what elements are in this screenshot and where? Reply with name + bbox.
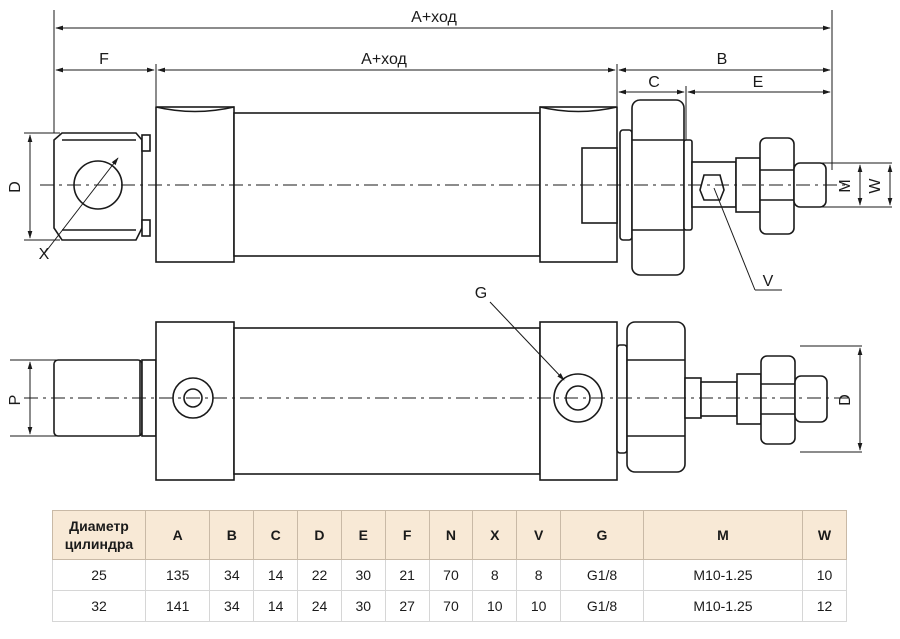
table-cell: 10 <box>516 590 562 622</box>
table-cell: 8 <box>516 559 562 591</box>
table-cell: 70 <box>428 559 474 591</box>
rod-nut-top <box>759 137 795 235</box>
label-B: B <box>717 51 728 68</box>
label-D2: D <box>837 394 854 406</box>
bottom-view <box>10 301 863 481</box>
header-cell: D <box>297 510 342 560</box>
label-P: P <box>7 395 24 406</box>
label-D: D <box>7 181 24 193</box>
header-cell: N <box>428 510 474 560</box>
table-cell: G1/8 <box>560 590 644 622</box>
label-W: W <box>867 178 884 194</box>
table-cell: 22 <box>297 559 342 591</box>
table-cell: 135 <box>144 559 211 591</box>
barrel-bottom <box>233 327 541 475</box>
dimension-table: Диаметр цилиндра A B C D E F N X V G M W… <box>52 510 847 622</box>
table-row: 32 141 34 14 24 30 27 70 10 10 G1/8 M10-… <box>52 590 847 622</box>
table-cell: 32 <box>52 590 146 622</box>
table-cell: 14 <box>253 590 299 622</box>
table-cell: M10-1.25 <box>642 559 804 591</box>
header-cell: V <box>516 510 562 560</box>
table-cell: 34 <box>209 559 255 591</box>
table-cell: 27 <box>384 590 430 622</box>
rod-nut-bottom <box>760 355 796 445</box>
table-cell: M10-1.25 <box>642 590 804 622</box>
header-cell: A <box>144 510 211 560</box>
table-cell: 141 <box>144 590 211 622</box>
table-cell: 14 <box>253 559 299 591</box>
label-G: G <box>475 285 487 302</box>
header-cell: X <box>472 510 518 560</box>
table-cell: 70 <box>428 590 474 622</box>
label-C: C <box>648 74 660 91</box>
label-top-dim: A+ход <box>411 9 457 26</box>
label-mid-dim: A+ход <box>361 51 407 68</box>
header-cell: G <box>560 510 644 560</box>
table-cell: 8 <box>472 559 518 591</box>
label-V: V <box>763 273 774 290</box>
table-cell: 21 <box>384 559 430 591</box>
top-view <box>24 10 893 291</box>
table-cell: 10 <box>472 590 518 622</box>
cylinder-drawing: A+ход F A+ход B C E D X M W V G P D <box>7 9 893 481</box>
table-cell: 24 <box>297 590 342 622</box>
label-E: E <box>753 74 764 91</box>
label-X: X <box>39 246 50 263</box>
table-cell: 25 <box>52 559 146 591</box>
label-M: M <box>837 179 854 192</box>
table-cell: 12 <box>802 590 847 622</box>
header-cell: E <box>340 510 386 560</box>
table-cell: 34 <box>209 590 255 622</box>
label-F: F <box>99 51 109 68</box>
header-cell: M <box>642 510 804 560</box>
header-cell: Диаметр цилиндра <box>52 510 146 560</box>
table-cell: 30 <box>340 559 386 591</box>
table-cell: 10 <box>802 559 847 591</box>
table-row: 25 135 34 14 22 30 21 70 8 8 G1/8 M10-1.… <box>52 559 847 591</box>
table-header-row: Диаметр цилиндра A B C D E F N X V G M W <box>52 510 847 560</box>
mount-nut-bottom <box>626 321 686 473</box>
piston-rod-bottom <box>700 381 738 417</box>
header-cell: B <box>209 510 255 560</box>
table-cell: G1/8 <box>560 559 644 591</box>
barrel-top <box>233 112 541 257</box>
header-cell: F <box>384 510 430 560</box>
header-cell: W <box>802 510 847 560</box>
table-cell: 30 <box>340 590 386 622</box>
header-cell: C <box>253 510 299 560</box>
